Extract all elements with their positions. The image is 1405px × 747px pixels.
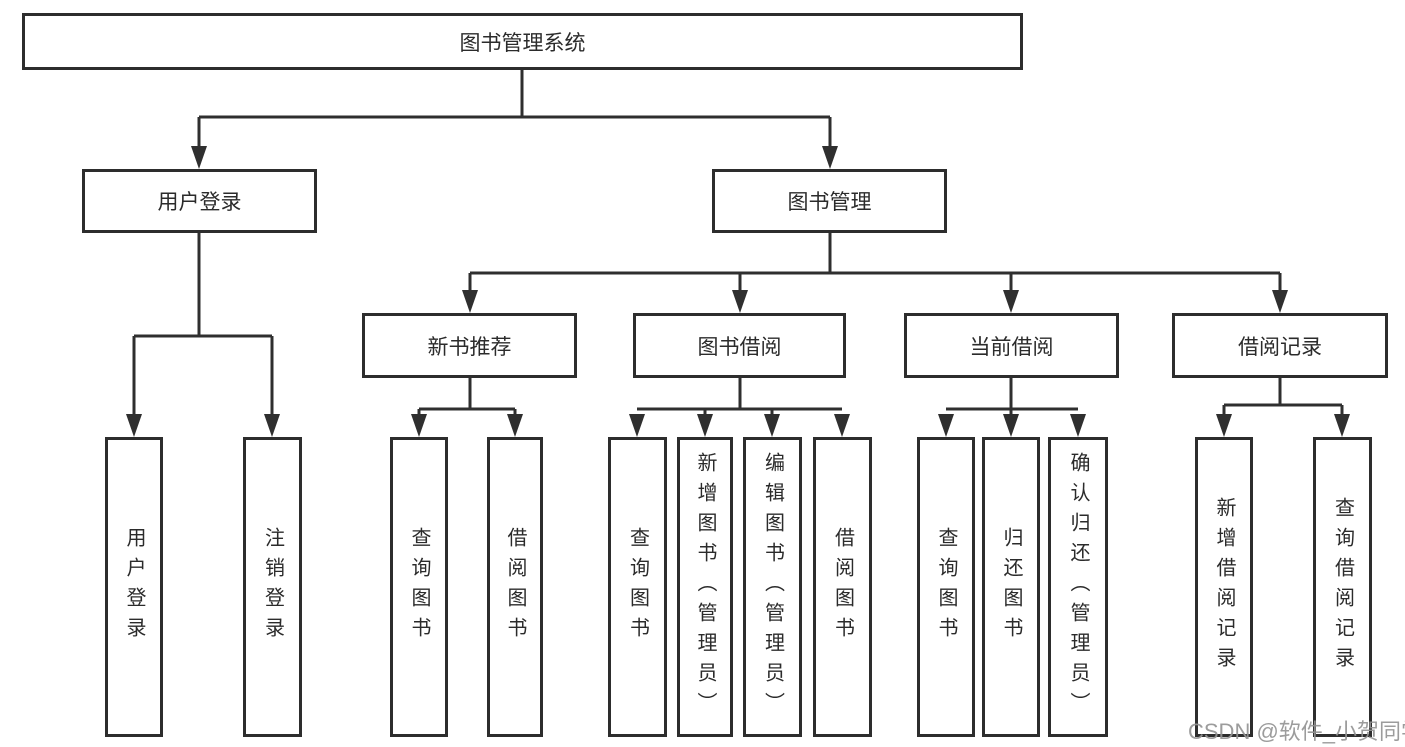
leaf-borrow-query-book: 查询图书 (608, 437, 667, 737)
node-user-login-label: 用户登录 (157, 191, 242, 214)
node-root-label: 图书管理系统 (459, 31, 586, 55)
watermark: CSDN @软件_小贺同学 (1188, 719, 1405, 744)
leaf-recommend-borrow-book: 借阅图书 (487, 437, 543, 737)
leaf-current-query-book: 查询图书 (917, 437, 975, 737)
node-book-management-label: 图书管理 (787, 191, 872, 214)
leaf-record-query-record-label: 查询借阅记录 (1331, 497, 1354, 677)
leaf-user-login: 用户登录 (105, 437, 163, 737)
leaf-record-add-record: 新增借阅记录 (1195, 437, 1253, 737)
node-borrow-record-label: 借阅记录 (1238, 335, 1322, 359)
leaf-logout: 注销登录 (243, 437, 302, 737)
node-book-borrow-label: 图书借阅 (697, 335, 782, 359)
node-root: 图书管理系统 (22, 13, 1023, 70)
node-user-login: 用户登录 (82, 169, 317, 233)
node-current-borrow: 当前借阅 (904, 313, 1119, 378)
leaf-borrow-borrow-book: 借阅图书 (813, 437, 872, 737)
leaf-borrow-query-book-label: 查询图书 (626, 527, 649, 647)
arrowheads (126, 146, 1350, 437)
leaf-recommend-query-book: 查询图书 (390, 437, 448, 737)
leaf-recommend-query-book-label: 查询图书 (408, 527, 430, 647)
leaf-record-query-record: 查询借阅记录 (1313, 437, 1372, 737)
node-new-book-recommend-label: 新书推荐 (427, 335, 512, 359)
leaf-borrow-edit-book-admin: 编辑图书（管理员） (743, 437, 802, 737)
leaf-borrow-add-book-admin: 新增图书（管理员） (677, 437, 733, 737)
node-borrow-record: 借阅记录 (1172, 313, 1388, 378)
leaf-current-return-book-label: 归还图书 (1000, 527, 1022, 647)
node-book-management: 图书管理 (712, 169, 947, 233)
leaf-borrow-add-book-admin-label: 新增图书（管理员） (694, 452, 716, 722)
leaf-borrow-edit-book-admin-label: 编辑图书（管理员） (761, 452, 784, 722)
leaf-recommend-borrow-book-label: 借阅图书 (504, 527, 526, 647)
node-current-borrow-label: 当前借阅 (969, 335, 1054, 359)
leaf-current-query-book-label: 查询图书 (935, 527, 957, 647)
leaf-logout-label: 注销登录 (261, 527, 284, 647)
node-new-book-recommend: 新书推荐 (362, 313, 577, 378)
leaf-current-confirm-return-admin: 确认归还（管理员） (1048, 437, 1108, 737)
leaf-user-login-label: 用户登录 (123, 527, 145, 647)
leaf-current-confirm-return-admin-label: 确认归还（管理员） (1067, 452, 1089, 722)
leaf-current-return-book: 归还图书 (982, 437, 1040, 737)
leaf-record-add-record-label: 新增借阅记录 (1213, 497, 1235, 677)
node-book-borrow: 图书借阅 (633, 313, 846, 378)
leaf-borrow-borrow-book-label: 借阅图书 (831, 527, 854, 647)
